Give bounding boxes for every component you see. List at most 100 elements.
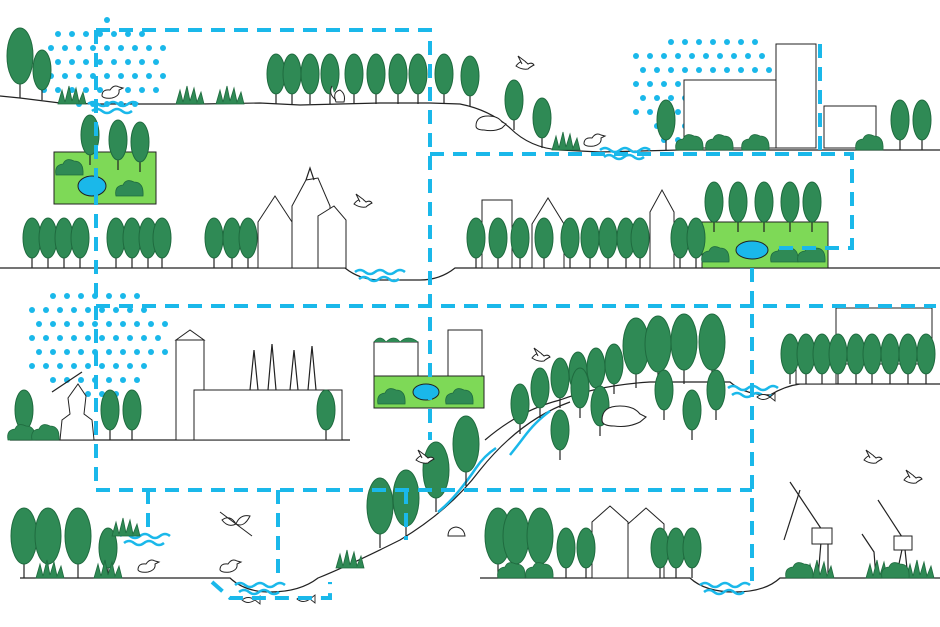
rain-dot <box>633 53 639 59</box>
tree-icon <box>388 53 408 105</box>
bird-icon <box>903 469 923 484</box>
rain-dot <box>703 53 709 59</box>
rain-dot <box>64 321 70 327</box>
rain-dot <box>69 31 75 37</box>
rain-dot <box>118 101 124 107</box>
tree-icon <box>556 527 576 579</box>
tree-icon <box>682 527 702 579</box>
rain-dot <box>633 81 639 87</box>
rain-dot <box>752 67 758 73</box>
cathedral-icon <box>174 329 343 441</box>
rain-dot <box>76 45 82 51</box>
rain-dot <box>50 349 56 355</box>
dragonfly-icon <box>219 511 253 537</box>
rain-dot <box>118 45 124 51</box>
grass-patch <box>111 517 141 537</box>
tree-icon <box>422 441 450 513</box>
rain-dot <box>134 321 140 327</box>
tree-icon <box>106 217 126 269</box>
bird-icon <box>353 193 373 208</box>
river-waves <box>233 581 287 596</box>
rain-dot <box>155 335 161 341</box>
tree-icon <box>916 333 936 385</box>
rain-dot <box>668 95 674 101</box>
rain-dot <box>675 109 681 115</box>
tree-icon <box>238 217 258 269</box>
rain-dot <box>29 335 35 341</box>
rain-dot <box>104 17 110 23</box>
bird-icon <box>531 347 551 362</box>
tree-icon <box>622 317 650 389</box>
tree-icon <box>654 369 674 421</box>
blue-green-corridor-routes <box>94 28 936 600</box>
castle-icon <box>257 166 347 269</box>
tree-icon <box>532 97 552 149</box>
rain-dot <box>111 59 117 65</box>
tree-icon <box>392 469 420 541</box>
boar-icon <box>475 115 507 132</box>
rain-dot <box>120 321 126 327</box>
rain-dot <box>146 73 152 79</box>
rain-dot <box>104 73 110 79</box>
rain-dot <box>661 81 667 87</box>
rain-dot <box>682 39 688 45</box>
rain-dot <box>682 67 688 73</box>
rain-dot <box>738 39 744 45</box>
rain-dot <box>92 321 98 327</box>
rain-dot <box>724 67 730 73</box>
duck-icon <box>101 85 124 99</box>
rain-dot <box>55 59 61 65</box>
tree-icon <box>152 217 172 269</box>
rain-dot <box>78 377 84 383</box>
tree-icon <box>656 99 676 151</box>
rain-dot <box>160 45 166 51</box>
tree-icon <box>682 389 702 441</box>
rain-dot <box>104 101 110 107</box>
rain-dot <box>90 45 96 51</box>
rain-dot <box>57 335 63 341</box>
rain-dot <box>83 31 89 37</box>
rain-dot <box>99 307 105 313</box>
rain-dot <box>97 31 103 37</box>
rain-dot <box>78 321 84 327</box>
rain-dot <box>106 349 112 355</box>
rain-dot <box>64 293 70 299</box>
rain-dot <box>134 349 140 355</box>
rain-dot <box>141 363 147 369</box>
bush <box>525 562 554 579</box>
rain-dot <box>134 377 140 383</box>
rain-dot <box>78 293 84 299</box>
rain-dot <box>647 53 653 59</box>
rain-dot <box>99 335 105 341</box>
rain-dot <box>125 59 131 65</box>
squirrel-icon <box>330 85 345 103</box>
tree-icon <box>282 53 302 105</box>
rain-dot <box>104 45 110 51</box>
tree-icon <box>912 99 932 151</box>
tree-icon <box>846 333 866 385</box>
boar-icon <box>601 405 647 428</box>
park-pond-icon <box>701 181 829 269</box>
rain-dot <box>64 349 70 355</box>
rain-dot <box>654 95 660 101</box>
rain-dot <box>36 321 42 327</box>
duck-icon <box>137 559 160 573</box>
rain-dot <box>132 45 138 51</box>
tree-icon <box>266 53 286 105</box>
bird-icon <box>863 449 883 464</box>
tree-icon <box>630 217 650 269</box>
rain-dot <box>106 377 112 383</box>
bush <box>7 424 36 441</box>
tree-icon <box>22 217 42 269</box>
rain-dot <box>696 67 702 73</box>
rain-dot <box>125 87 131 93</box>
rain-dot <box>113 307 119 313</box>
tree-icon <box>38 217 58 269</box>
tree-icon <box>862 333 882 385</box>
rain-dot <box>148 321 154 327</box>
tree-icon <box>434 53 454 105</box>
tree-icon <box>890 99 910 151</box>
rain-dot <box>162 321 168 327</box>
tree-icon <box>64 507 92 579</box>
